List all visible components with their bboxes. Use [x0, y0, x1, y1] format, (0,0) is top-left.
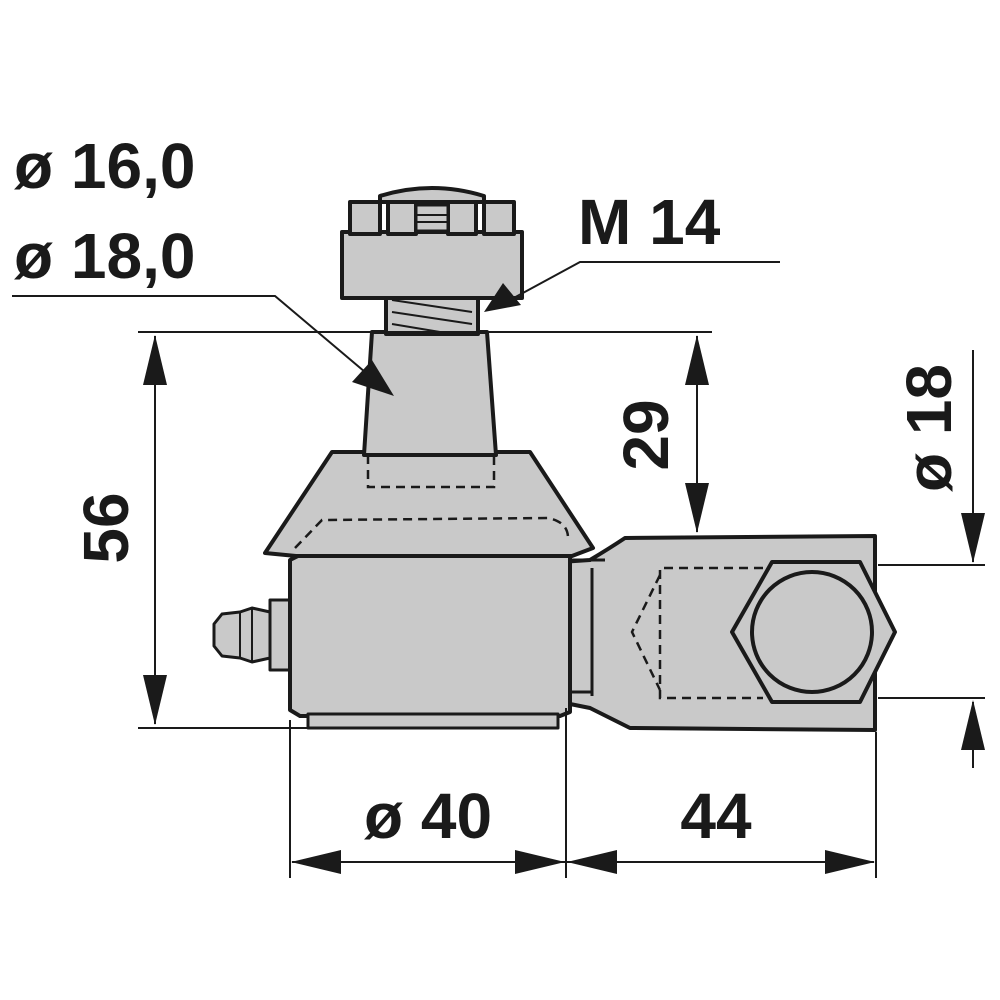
ball-pin-taper: [362, 330, 498, 457]
pin-dia-large-label: ø 18,0: [14, 220, 195, 292]
height-29-arrow-bottom: [685, 483, 709, 533]
grease-nipple: [212, 598, 294, 672]
shank-length-arrow-right: [825, 850, 875, 874]
thread-leader: [509, 261, 780, 301]
grease-nipple-body: [212, 606, 272, 664]
dimension-lines: [12, 261, 985, 878]
shank-bore-hidden: [658, 566, 763, 700]
shank-length-arrow-left: [567, 850, 617, 874]
thread-lines: [391, 299, 473, 333]
clamp-bolt-face: [750, 570, 874, 694]
body-dia-label: ø 40: [364, 780, 492, 852]
pin-diameter-leader-arrow: [352, 360, 394, 396]
dimension-labels: ø 16,0 ø 18,0 M 14 56 29 ø 18 ø 40 44: [14, 130, 965, 852]
height-29-arrow-top: [685, 335, 709, 385]
height-56-arrow-bottom: [143, 675, 167, 725]
housing-body: [288, 553, 572, 718]
height-pin-label: 29: [610, 399, 682, 470]
bore-dia-label: ø 18: [893, 364, 965, 492]
castle-nut: [340, 230, 524, 300]
thread-leader-arrow: [484, 283, 521, 312]
housing-bottom-cap: [306, 712, 560, 730]
dust-cover: [263, 450, 595, 558]
body-dia-arrow-right: [515, 850, 565, 874]
tie-rod-end-part: [212, 186, 897, 732]
height-56-arrow-top: [143, 335, 167, 385]
bore-arrow-top: [961, 513, 985, 563]
castle-nut-crown: [348, 186, 516, 236]
ball-pin-hidden: [366, 455, 496, 489]
body-dia-arrow-left: [291, 850, 341, 874]
shank-bore-tip-hidden: [630, 574, 662, 691]
pin-dia-small-label: ø 16,0: [14, 130, 195, 202]
bore-arrow-bottom: [961, 700, 985, 750]
dust-cover-inner-hidden: [294, 516, 570, 549]
shank-length-label: 44: [680, 780, 752, 852]
thread-label: M 14: [578, 186, 721, 258]
height-total-label: 56: [70, 492, 142, 563]
pin-diameter-leader: [12, 295, 366, 373]
